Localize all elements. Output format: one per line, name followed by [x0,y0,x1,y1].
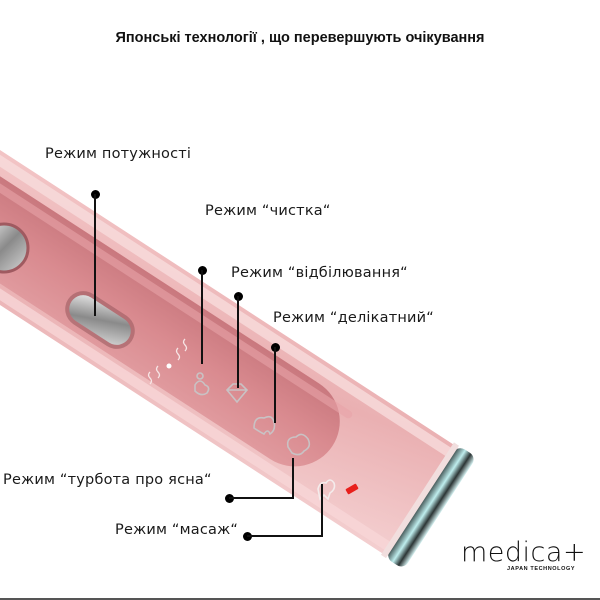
callout-hline-massage [247,535,323,537]
diamond-whitening-icon [225,383,249,404]
tooth-delicate-icon [253,415,276,436]
power-level-indicators [147,338,188,385]
brand-name: medica+ [461,537,587,568]
brand-tagline: JAPAN TECHNOLOGY [507,566,576,572]
callout-label-delicate: Режим “делікатний“ [273,310,434,326]
control-panel [0,169,340,467]
metal-end-ring [388,448,474,567]
massage-icon [317,479,336,501]
callout-line-power [94,194,96,316]
bottom-border [0,598,600,600]
callout-vline-gum-care [292,458,294,499]
callout-label-power: Режим потужності [45,146,192,162]
callout-label-whitening: Режим “відбілювання“ [231,265,408,281]
callout-label-massage: Режим “масаж“ [115,522,239,538]
callout-hline-gum-care [229,497,294,499]
callout-label-clean: Режим “чистка“ [205,203,331,219]
battery-indicator [345,483,359,495]
brand-logo: medica+ JAPAN TECHNOLOGY [461,537,587,572]
callout-label-gum-care: Режим “турбота про ясна“ [3,472,212,488]
callout-line-delicate [274,347,276,423]
callout-line-clean [201,270,203,364]
headline: Японські технології , що перевершують оч… [115,30,485,46]
callout-vline-massage [321,484,323,537]
power-button [0,222,30,274]
callout-line-whitening [237,296,239,388]
gum-care-icon [286,433,311,456]
power-slider [69,295,131,345]
cleaning-mode-icon [194,372,210,396]
